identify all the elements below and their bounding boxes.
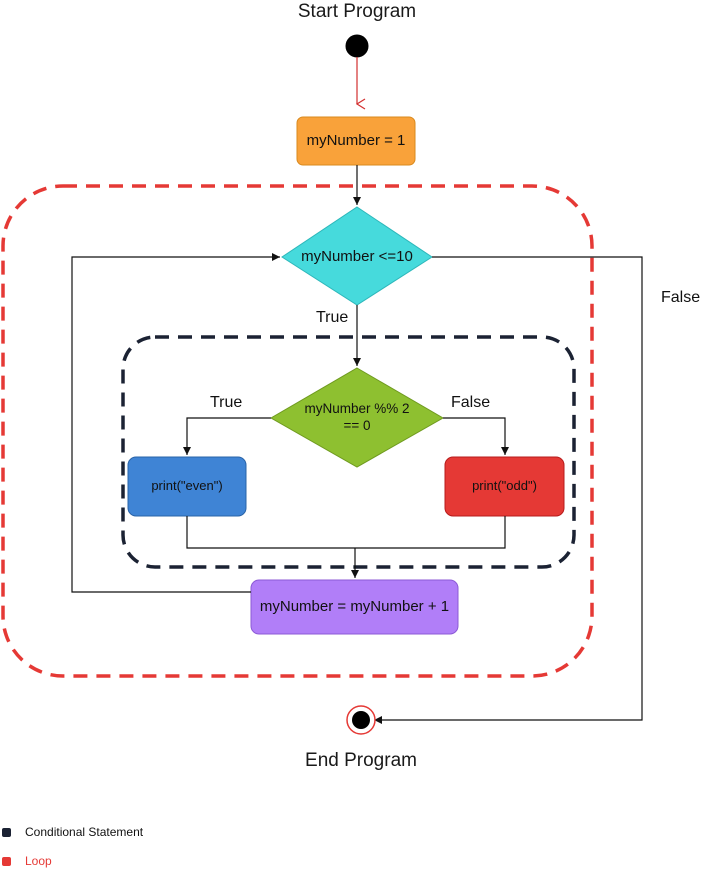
edge-loop-false: [374, 256, 643, 724]
print-even-label: print("even"): [151, 478, 223, 494]
legend-swatch-conditional: [2, 827, 11, 837]
legend-item-loop: Loop: [2, 854, 52, 868]
loop-true-label: True: [316, 309, 349, 326]
edge-if-true: [183, 417, 271, 455]
edge-odd-merge: [355, 516, 506, 549]
edge-if-false: [443, 417, 509, 455]
legend-item-conditional: Conditional Statement: [2, 825, 143, 839]
legend-label-conditional: Conditional Statement: [25, 825, 144, 839]
print-odd-label: print("odd"): [472, 478, 537, 494]
loop-region: [1, 184, 594, 678]
if-condition-node[interactable]: [269, 367, 445, 468]
if-false-label: False: [451, 394, 491, 411]
if-condition-label: myNumber %% 2 == 0: [304, 401, 410, 433]
edge-even-merge: [186, 516, 355, 549]
init-node[interactable]: [296, 116, 416, 166]
conditional-region: [121, 335, 576, 569]
start-node: [345, 34, 369, 58]
end-label: End Program: [305, 750, 417, 771]
legend-swatch-loop: [2, 856, 11, 866]
legend-label-loop: Loop: [25, 854, 52, 868]
edge-increment-loop: [71, 253, 280, 593]
loop-false-label: False: [661, 289, 701, 306]
init-node-label: myNumber = 1: [306, 131, 406, 149]
if-true-label: True: [210, 394, 243, 411]
increment-label: myNumber = myNumber + 1: [259, 597, 450, 615]
start-label: Start Program: [297, 1, 417, 22]
loop-condition-label: myNumber <=10: [301, 247, 413, 265]
increment-node[interactable]: [250, 579, 459, 635]
end-node-core: [352, 711, 370, 729]
